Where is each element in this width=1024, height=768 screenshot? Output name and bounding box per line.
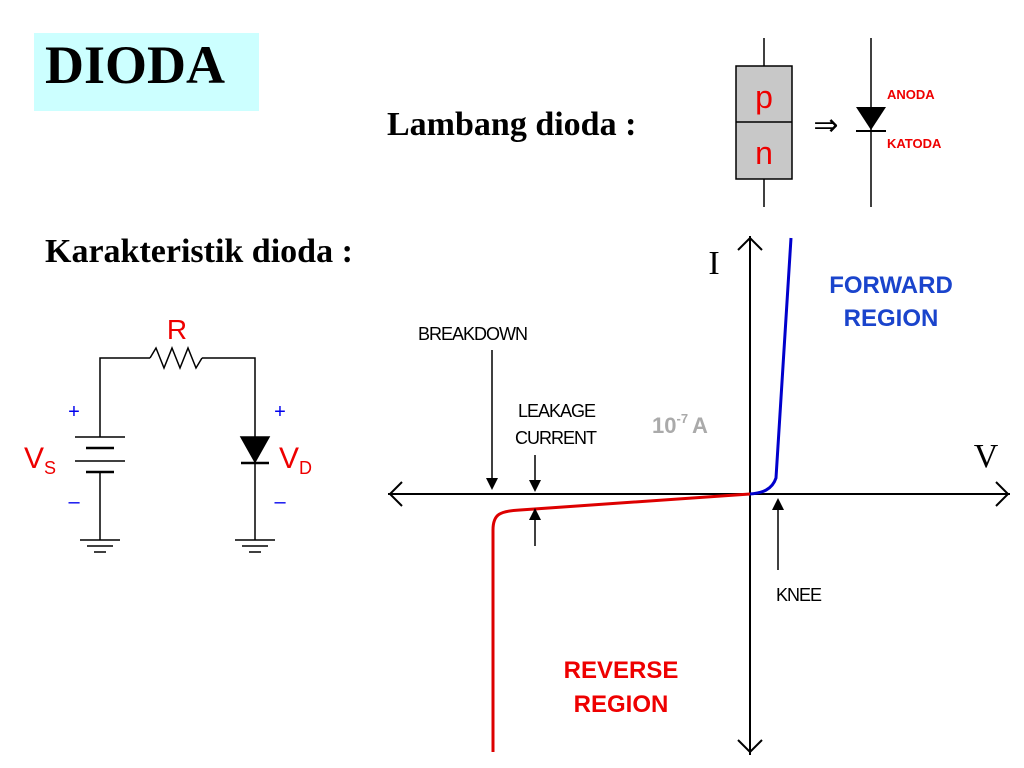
x-axis-right-arrow-icon [995,481,1010,507]
reverse-region-label-line2: REGION [574,691,669,718]
y-axis-top-arrow-icon [737,236,763,251]
circuit-wire-left [99,357,150,437]
source-voltage-label: VS [24,442,56,478]
y-axis-label: I [708,245,719,282]
forward-region-label-line1: FORWARD [829,272,953,299]
cathode-label: KATODA [887,136,942,151]
knee-label: KNEE [776,585,822,605]
circuit-diode-icon [239,436,271,464]
forward-region-label-line2: REGION [844,305,939,332]
anode-label: ANODA [887,87,935,102]
p-region-label: p [755,79,773,115]
symbol-section-label: Lambang dioda : [387,106,637,143]
x-axis-label: V [974,438,999,475]
y-axis-bottom-arrow-icon [737,739,763,754]
characteristic-section-label: Karakteristik dioda : [45,233,353,270]
reverse-region-label-line1: REVERSE [564,657,679,684]
leakage-label-line2: CURRENT [515,428,597,448]
source-minus-sign: – [68,491,80,513]
circuit-wire-right [202,357,256,437]
implies-arrow-icon: ⇒ [813,108,838,143]
forward-curve [749,237,793,496]
x-axis-left-arrow-icon [388,481,403,507]
reverse-curve [491,492,751,752]
leakage-label-line1: LEAKAGE [518,401,596,421]
diode-minus-sign: – [274,491,286,513]
title-background [34,33,259,111]
n-region-label: n [755,135,773,171]
source-plus-sign: + [68,401,80,423]
pn-junction-block: p n [735,38,793,207]
diode-symbol-icon [856,38,886,207]
page-title: DIODA [45,35,226,95]
circuit-diagram [75,345,275,553]
breakdown-label: BREAKDOWN [418,324,527,344]
resistor-icon [149,345,203,371]
resistor-label: R [167,314,187,345]
diode-voltage-label: VD [279,442,312,478]
diode-plus-sign: + [274,401,286,423]
